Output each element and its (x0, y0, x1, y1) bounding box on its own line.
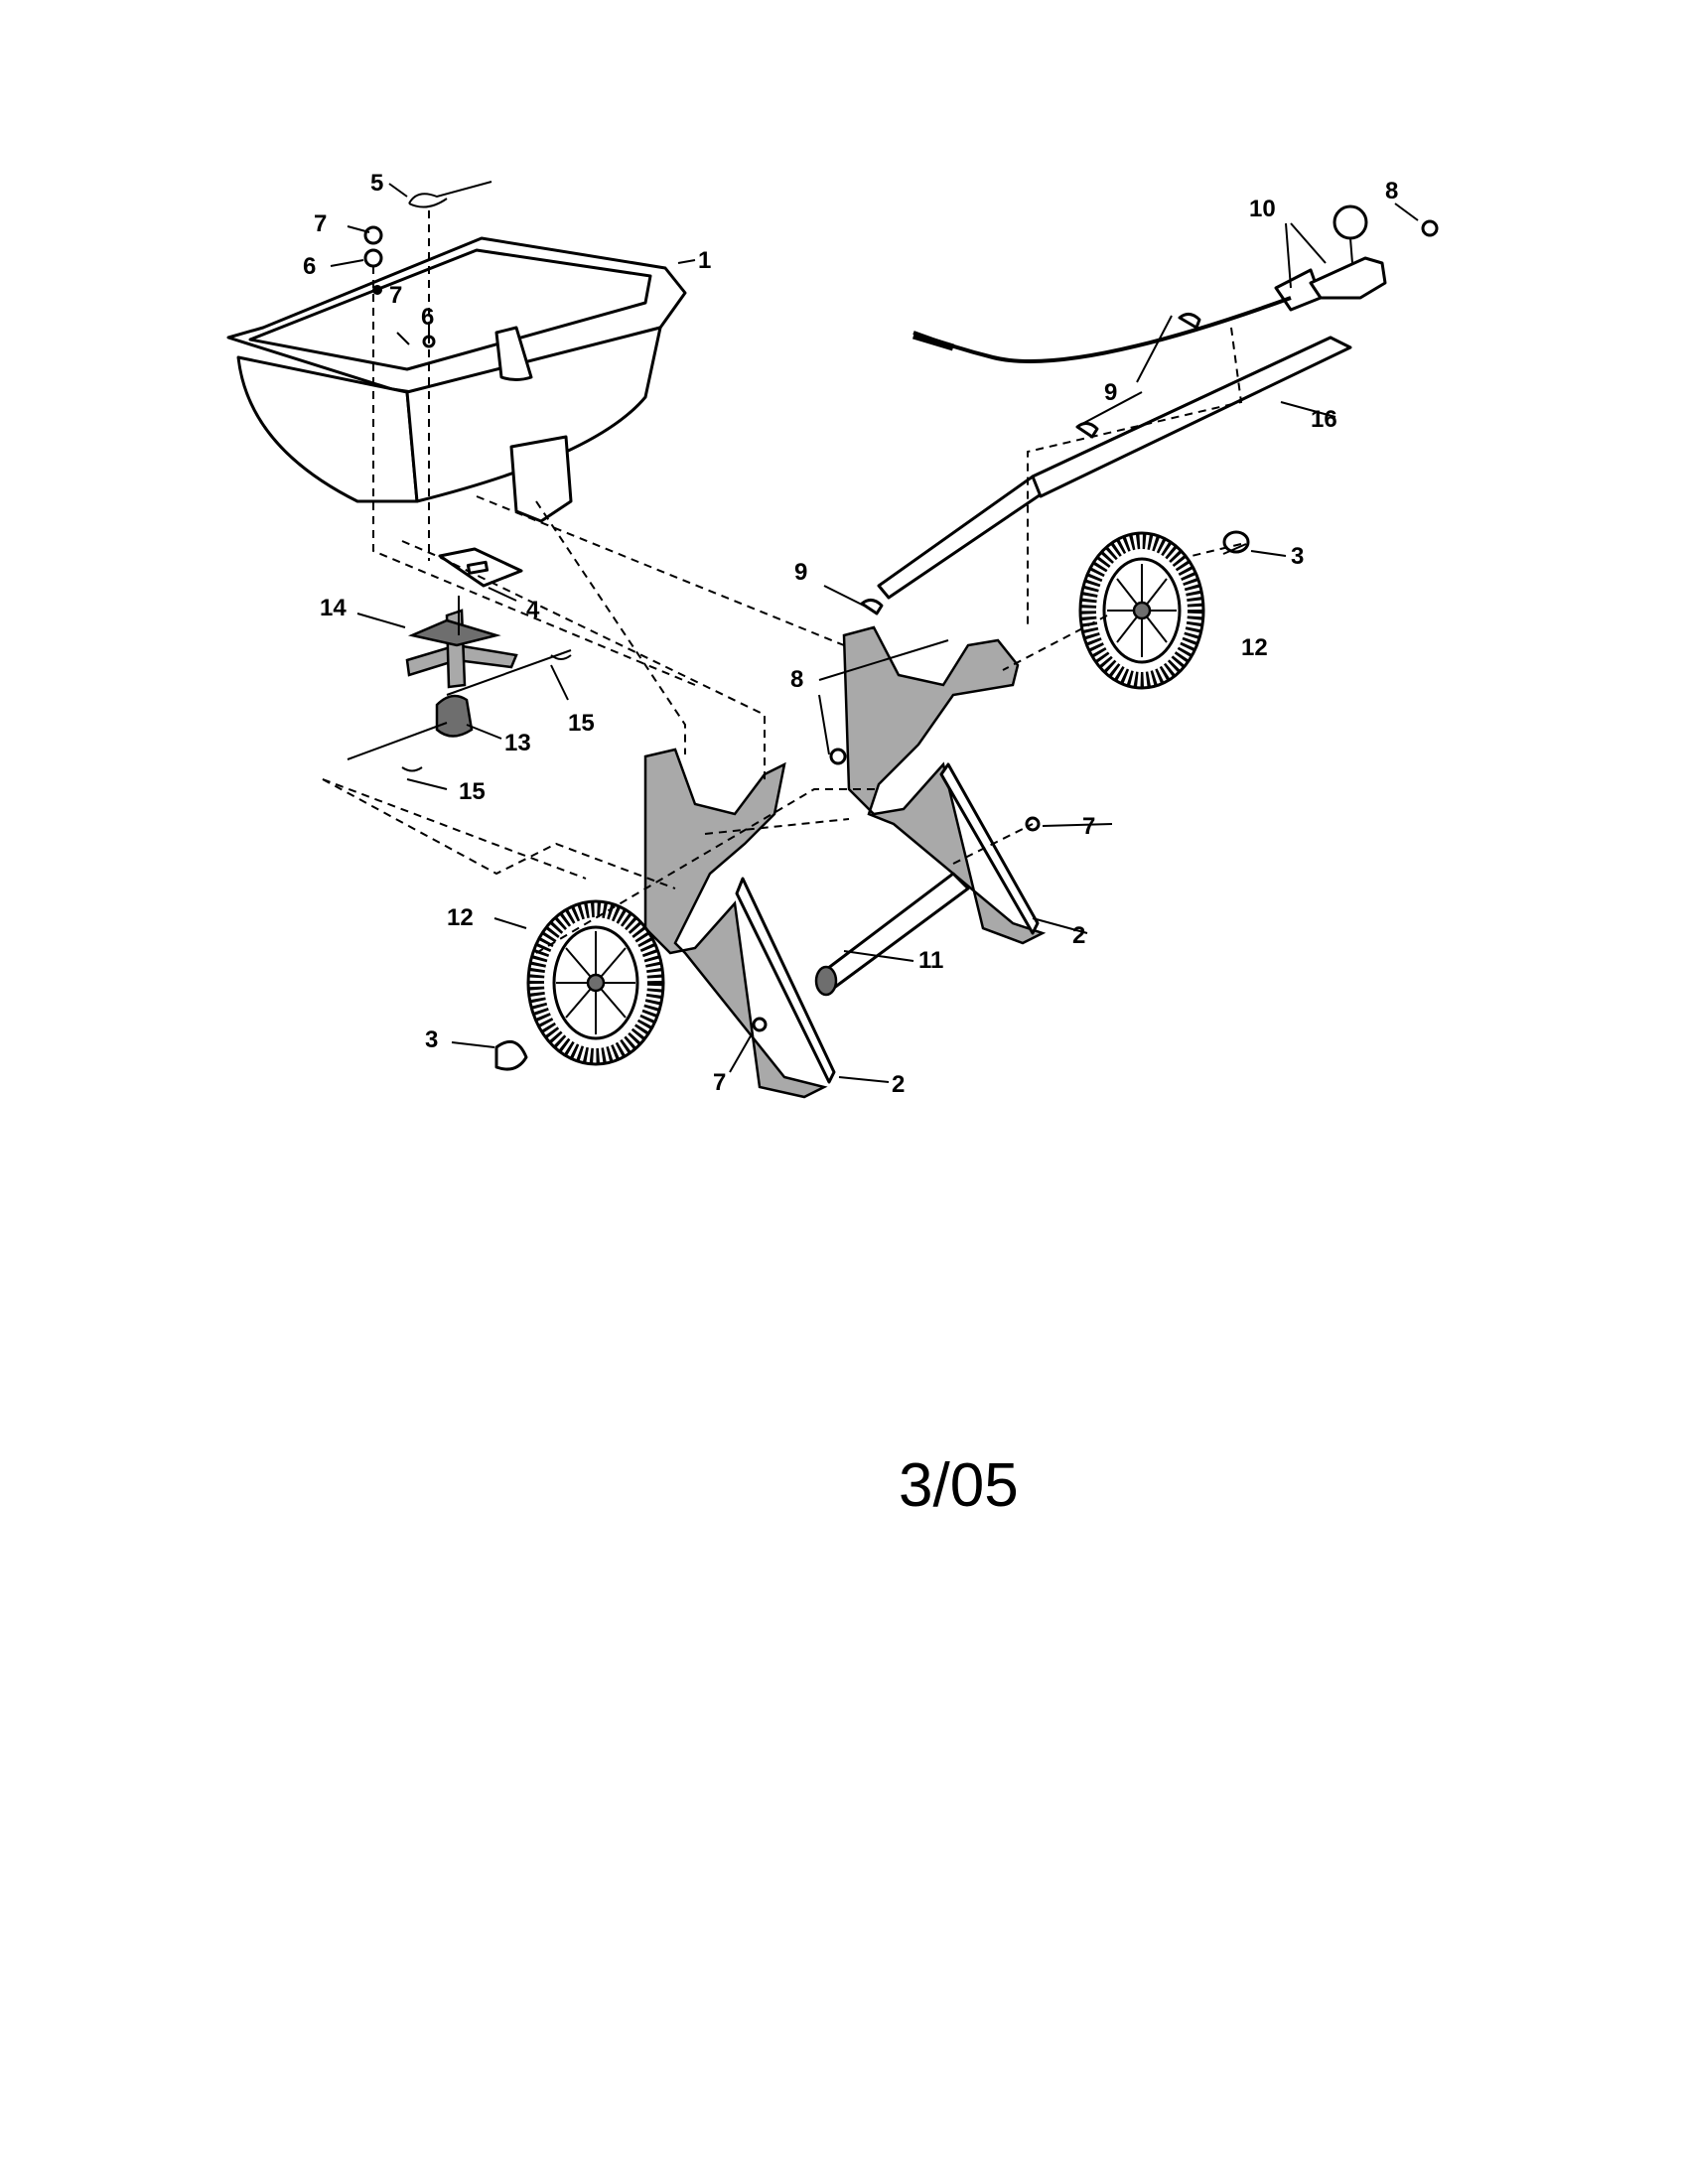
callout-9: 9 (1104, 379, 1117, 406)
callout-14: 14 (320, 595, 347, 621)
hopper-part (226, 236, 687, 523)
gate-plate-part (438, 547, 523, 588)
callout-15: 15 (459, 778, 486, 805)
callout-12: 12 (447, 904, 474, 931)
callout-8: 8 (790, 666, 803, 693)
wheel-right (1078, 531, 1205, 690)
callout-9: 9 (794, 559, 807, 586)
callout-2: 2 (892, 1071, 905, 1098)
callout-5: 5 (370, 170, 383, 197)
wheel-left (526, 899, 665, 1066)
callout-leaders (330, 183, 1419, 1083)
callout-15: 15 (568, 710, 595, 737)
impeller-part (405, 596, 518, 689)
callout-2: 2 (1072, 922, 1085, 949)
callout-7: 7 (389, 282, 402, 309)
hubcap-parts (494, 530, 1250, 1071)
callout-3: 3 (425, 1026, 438, 1053)
callout-6: 6 (421, 304, 434, 331)
handle-part (877, 336, 1352, 600)
assembly-lines (322, 210, 1243, 954)
callout-labels: 1 5 7 6 7 6 14 4 13 15 15 10 8 9 16 9 8 … (303, 170, 1398, 1098)
callout-7: 7 (1082, 813, 1095, 840)
cable-part (912, 296, 1292, 363)
control-lever-part (1274, 205, 1387, 312)
callout-12: 12 (1241, 634, 1268, 661)
date-code: 3/05 (899, 1451, 1019, 1520)
spring-clip-part (408, 181, 492, 208)
callout-6: 6 (303, 253, 316, 280)
callout-1: 1 (698, 247, 711, 274)
frame-leg-front (643, 748, 836, 1099)
axle-tube-part (814, 872, 970, 997)
callout-10: 10 (1249, 196, 1276, 222)
callout-16: 16 (1311, 406, 1337, 433)
frame-leg-rear (842, 625, 1047, 945)
callout-8: 8 (1385, 178, 1398, 205)
gearbox-part (347, 649, 572, 772)
callout-13: 13 (504, 730, 531, 756)
callout-7: 7 (713, 1069, 726, 1096)
callout-7: 7 (314, 210, 327, 237)
callout-4: 4 (526, 597, 540, 623)
callout-3: 3 (1291, 543, 1304, 570)
callout-11: 11 (918, 947, 943, 974)
